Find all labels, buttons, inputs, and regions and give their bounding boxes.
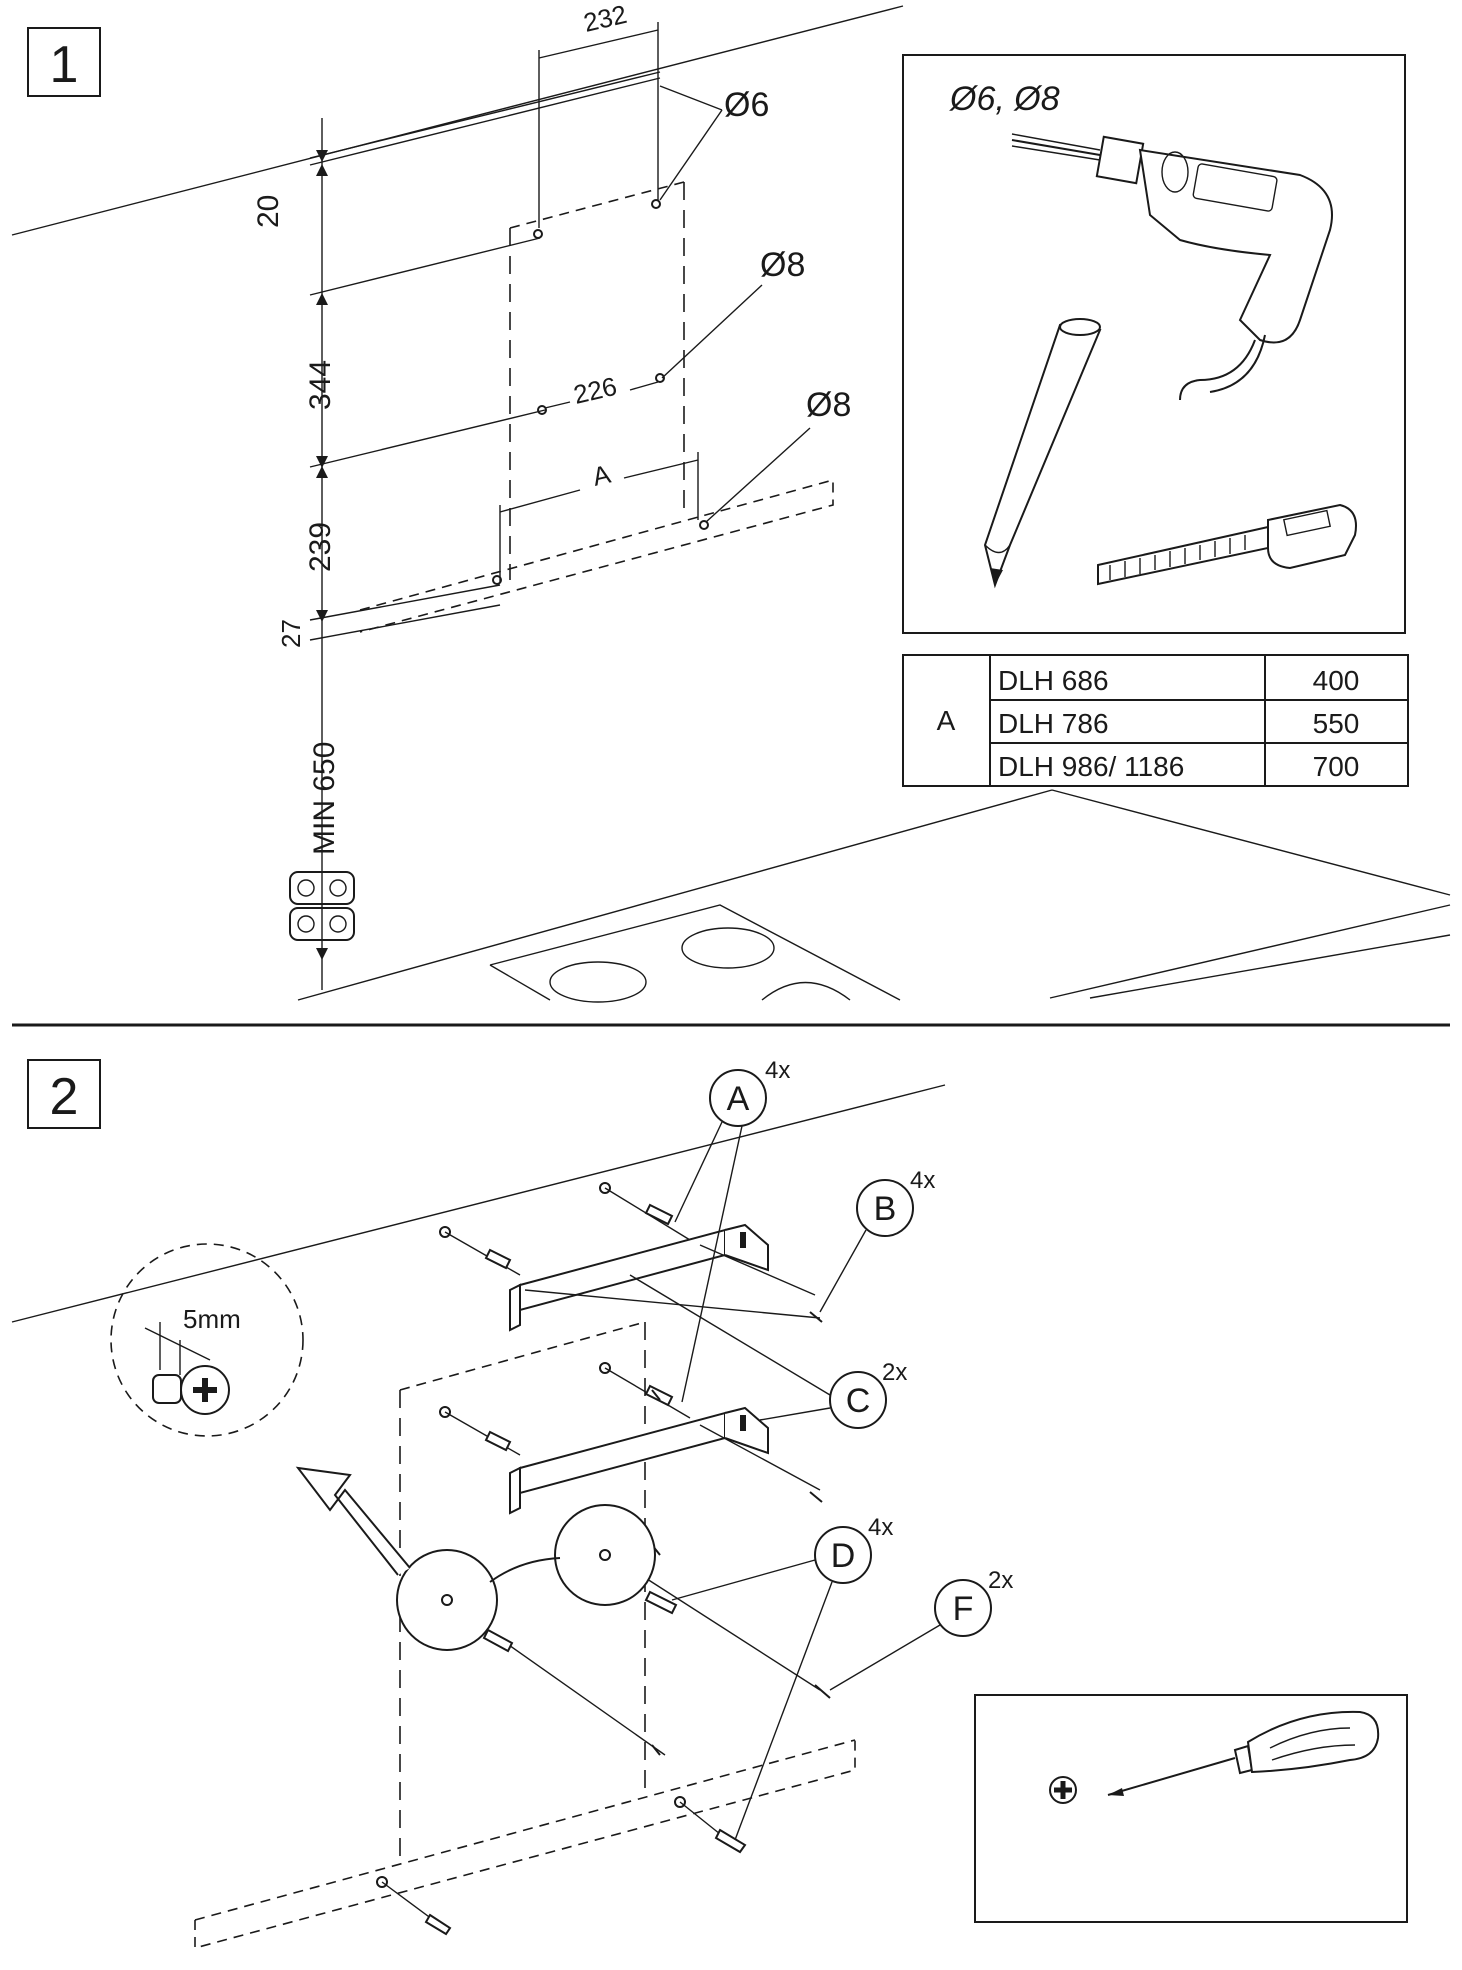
part-d-count: 4x: [868, 1514, 893, 1541]
hood-outline-dashed: [509, 182, 685, 580]
table-value-1: 400: [1313, 665, 1360, 696]
chimney-top-dashed: [399, 1321, 646, 1391]
phi6-leader-1: [659, 85, 723, 111]
arrow-min650: [316, 948, 328, 960]
part-callout-d: D 4x: [671, 1514, 893, 1841]
phi6-leader-2: [659, 109, 723, 201]
hole-top-right: [651, 199, 661, 209]
part-c-letter: C: [846, 1382, 871, 1420]
ref-line-27: [309, 604, 501, 641]
part-d-letter: D: [831, 1537, 856, 1575]
dim-232: 232: [581, 0, 630, 38]
hole-low-right: [699, 520, 709, 530]
hob-icon: [289, 871, 355, 941]
worktop-line-4: [1089, 934, 1451, 999]
table-group-label: A: [937, 705, 956, 736]
ref-line-344-bottom: [309, 409, 546, 468]
dim-27: 27: [276, 619, 306, 648]
dim-226-line-left: [544, 401, 571, 409]
table-model-2: DLH 786: [998, 708, 1109, 739]
hole-mid-right: [655, 373, 665, 383]
hob-ring-1: [549, 961, 647, 1003]
phi8-lower-label: Ø8: [806, 386, 851, 424]
circle-left-hole: [441, 1594, 453, 1606]
detail-bubble: 5mm: [110, 1243, 304, 1437]
dim-232-line: [538, 29, 659, 59]
part-a-count: 4x: [765, 1057, 790, 1084]
pencil-icon: [983, 318, 1102, 589]
dim-344: 344: [304, 360, 337, 410]
dim-226-line-right: [629, 381, 659, 391]
dim-a-line-left: [499, 489, 581, 513]
part-f-letter: F: [953, 1590, 974, 1628]
dim-20: 20: [252, 195, 285, 228]
ceiling-line: [11, 5, 904, 236]
phillips-head-icon: [1049, 1776, 1077, 1804]
hole-low-left: [492, 575, 502, 585]
dim-a: A: [590, 459, 614, 492]
dim-a-line-right: [623, 459, 699, 479]
phi6-label: Ø6: [724, 86, 769, 124]
phi8-lower-leader: [705, 427, 811, 523]
hood-bottom-dashed-2: [194, 1739, 856, 1921]
hole-top-left: [533, 229, 543, 239]
worktop-line-2: [1051, 789, 1451, 896]
table-model-3: DLH 986/ 1186: [998, 751, 1184, 782]
worktop-line-3: [1049, 904, 1451, 999]
screwdriver-icon: [1107, 1710, 1380, 1796]
table-value-3: 700: [1313, 751, 1360, 782]
tools-caption: Ø6, Ø8: [949, 80, 1060, 118]
part-f-count: 2x: [988, 1567, 1013, 1594]
dim-239: 239: [304, 522, 337, 572]
ref-line-239-bottom: [309, 584, 501, 621]
tools-box: [902, 54, 1406, 634]
screwdriver-box: [974, 1694, 1408, 1923]
step-2-box: [27, 1059, 101, 1129]
tape-measure-icon: [1097, 503, 1357, 586]
dim-min650: MIN 650: [308, 742, 341, 855]
part-c-count: 2x: [882, 1359, 907, 1386]
dimension-table: A DLH 686 DLH 786 DLH 986/ 1186 400 550 …: [902, 654, 1409, 787]
bracket-lower: [509, 1406, 769, 1515]
part-callout-b: B 4x: [819, 1167, 935, 1313]
step-2-number: 2: [50, 1068, 79, 1126]
chimney-bottom-dashed: [359, 478, 834, 633]
hood-bottom-dashed: [194, 1740, 856, 1950]
table-model-1: DLH 686: [998, 665, 1109, 696]
part-callout-f: F 2x: [829, 1567, 1013, 1691]
part-b-count: 4x: [910, 1167, 935, 1194]
step-2-panel: 2: [11, 1057, 1408, 1950]
table-value-2: 550: [1313, 708, 1360, 739]
part-callout-c: C 2x: [629, 1274, 907, 1429]
step-1-panel: 1 232 Ø6 Ø8 Ø8 226: [11, 0, 1451, 1003]
part-callout-a: A 4x: [674, 1057, 790, 1403]
hole-mid-left: [537, 405, 547, 415]
part-b-letter: B: [874, 1190, 897, 1228]
phi8-upper-label: Ø8: [760, 246, 805, 284]
drill-icon: [1011, 133, 1333, 401]
phi8-upper-leader: [661, 284, 763, 379]
dim-226: 226: [571, 371, 620, 410]
arrow-20: [316, 150, 328, 176]
step-1-box: [27, 27, 101, 97]
step-1-number: 1: [50, 36, 79, 94]
wall-line: [11, 1084, 946, 1323]
circle-right-hole: [599, 1549, 611, 1561]
ref-line-344-top: [309, 237, 541, 296]
hob-ring-3: [761, 981, 851, 1001]
hob-ring-2: [681, 927, 775, 969]
worktop-line-1: [297, 789, 1053, 1001]
part-a-letter: A: [727, 1080, 750, 1118]
circle-link: [489, 1557, 561, 1583]
top-reference-line-2: [309, 71, 661, 159]
zoom-arrow: [295, 1466, 411, 1576]
bracket-upper: [509, 1223, 769, 1332]
hob-surface: [489, 904, 901, 1001]
top-reference-line: [309, 77, 661, 166]
hood-top-dashed: [509, 181, 685, 229]
detail-size-label: 5mm: [183, 1304, 241, 1334]
